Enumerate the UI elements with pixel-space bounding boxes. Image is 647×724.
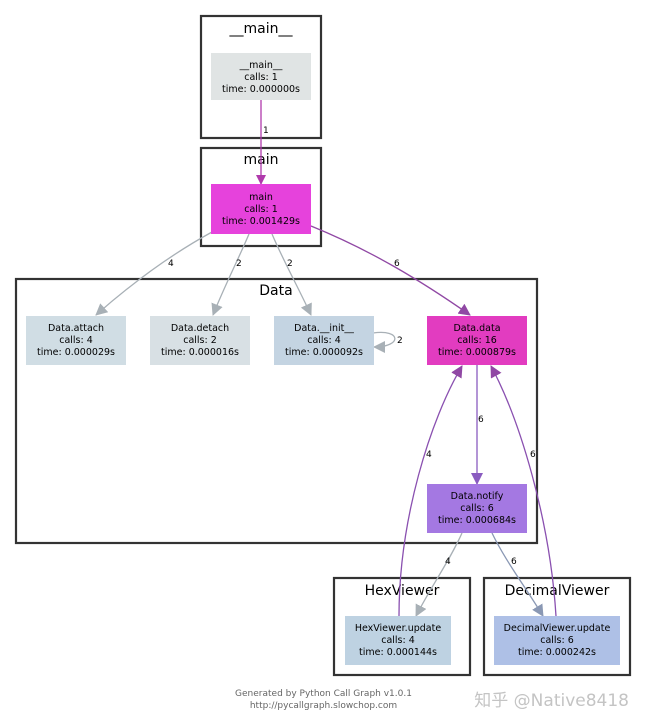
edge-label: 2 (236, 259, 242, 269)
node-name: main (249, 192, 273, 203)
edge-notify-to-dec: 6 (491, 532, 544, 617)
node-time: time: 0.000029s (37, 347, 115, 358)
node-hexviewer-update[interactable]: HexViewer.update calls: 4 time: 0.000144… (345, 616, 451, 665)
node-calls: calls: 1 (244, 72, 278, 83)
node-time: time: 0.000242s (518, 647, 596, 658)
cluster-title: Data (259, 283, 292, 299)
node-data-attach[interactable]: Data.attach calls: 4 time: 0.000029s (26, 316, 126, 365)
edge-label: 2 (397, 336, 403, 346)
cluster-data: Data (14, 277, 539, 545)
edge-main-module-to-main: 1 (256, 100, 269, 185)
node-time: time: 0.000144s (359, 647, 437, 658)
node-calls: calls: 6 (460, 503, 494, 514)
node-name: Data.detach (171, 323, 229, 334)
node-name: HexViewer.update (355, 623, 442, 634)
edge-main-to-detach: 2 (211, 233, 250, 316)
node-calls: calls: 1 (244, 204, 278, 215)
node-name: Data.__init__ (294, 323, 354, 334)
node-name: DecimalViewer.update (504, 623, 611, 634)
node-calls: calls: 2 (183, 335, 217, 346)
node-name: Data.notify (451, 491, 504, 502)
node-decimalviewer-update[interactable]: DecimalViewer.update calls: 6 time: 0.00… (494, 616, 620, 665)
node-time: time: 0.000016s (161, 347, 239, 358)
node-calls: calls: 4 (307, 335, 341, 346)
edge-main-to-attach: 4 (95, 231, 213, 316)
cluster-title: __main__ (229, 21, 294, 37)
node-calls: calls: 4 (59, 335, 93, 346)
node-data-detach[interactable]: Data.detach calls: 2 time: 0.000016s (150, 316, 250, 365)
edge-main-to-data: 6 (310, 225, 471, 316)
node-time: time: 0.001429s (222, 216, 300, 227)
node-name: Data.data (453, 323, 500, 334)
node-time: time: 0.000684s (438, 515, 516, 526)
node-name: Data.attach (48, 323, 104, 334)
node-calls: calls: 6 (540, 635, 574, 646)
edge-label: 6 (511, 557, 517, 567)
edge-init-self: 2 (372, 331, 403, 353)
cluster-hexviewer: HexViewer (332, 576, 472, 677)
node-time: time: 0.000000s (222, 84, 300, 95)
node-data-init[interactable]: Data.__init__ calls: 4 time: 0.000092s (274, 316, 374, 365)
edge-label: 1 (263, 126, 269, 136)
footer-url: http://pycallgraph.slowchop.com (249, 701, 398, 711)
edge-dec-to-data: 6 (490, 365, 557, 617)
node-calls: calls: 4 (381, 635, 415, 646)
footer-generated-by: Generated by Python Call Graph v1.0.1 (235, 689, 412, 699)
node-data-data[interactable]: Data.data calls: 16 time: 0.000879s (427, 316, 527, 365)
node-data-notify[interactable]: Data.notify calls: 6 time: 0.000684s (427, 484, 527, 533)
node-name: __main__ (239, 60, 283, 71)
cluster-title: DecimalViewer (505, 583, 610, 599)
edge-label: 4 (426, 450, 432, 460)
edge-label: 6 (530, 450, 536, 460)
node-time: time: 0.000879s (438, 347, 516, 358)
edge-data-to-notify: 6 (471, 365, 484, 485)
cluster-decimalviewer: DecimalViewer (482, 576, 632, 677)
node-main[interactable]: main calls: 1 time: 0.001429s (211, 184, 311, 234)
edge-notify-to-hex: 4 (415, 532, 463, 617)
edge-hex-to-data: 4 (398, 365, 463, 617)
cluster-title: HexViewer (365, 583, 440, 599)
node-main-module[interactable]: __main__ calls: 1 time: 0.000000s (211, 53, 311, 100)
edge-label: 4 (168, 259, 174, 269)
node-calls: calls: 16 (457, 335, 497, 346)
watermark: 知乎 @Native8418 (474, 691, 629, 711)
edge-label: 6 (478, 415, 484, 425)
edge-main-to-init: 2 (271, 233, 312, 316)
edge-label: 2 (287, 259, 293, 269)
node-time: time: 0.000092s (285, 347, 363, 358)
edge-label: 4 (445, 557, 451, 567)
edge-label: 6 (394, 259, 400, 269)
